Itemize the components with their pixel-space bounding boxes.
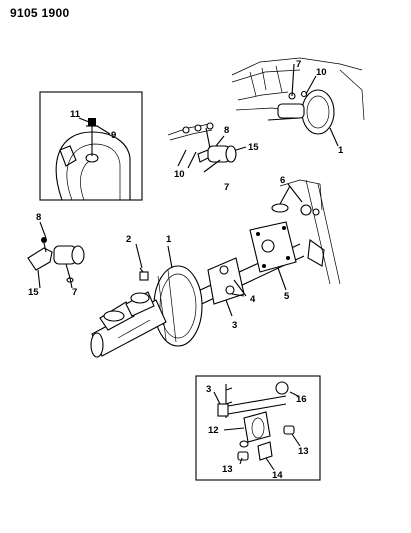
- callout-4: 4: [250, 294, 256, 305]
- callout-2: 2: [126, 234, 131, 245]
- callout-15-mid: 15: [248, 142, 259, 153]
- callout-7-mid: 7: [224, 182, 229, 193]
- callout-8-left: 8: [36, 212, 41, 223]
- callout-6: 6: [280, 175, 285, 186]
- mounting-bracket-view: [271, 179, 341, 285]
- vehicle-mount-view: [231, 57, 365, 147]
- callout-11: 11: [70, 109, 81, 120]
- callout-1-top: 1: [338, 145, 344, 156]
- callout-7-left: 7: [72, 287, 77, 298]
- callout-13-right: 13: [298, 446, 309, 457]
- callout-5: 5: [284, 291, 290, 302]
- callout-15-left: 15: [28, 287, 39, 298]
- callout-10-mid: 10: [174, 169, 185, 180]
- callout-13-bottom: 13: [222, 464, 233, 475]
- callout-14: 14: [272, 470, 283, 481]
- main-booster-assembly: [90, 221, 305, 358]
- callout-3-inset: 3: [206, 384, 211, 395]
- callout-7-top: 7: [296, 59, 301, 70]
- inset-detail-switch-mount: [39, 91, 143, 201]
- switch-bracket-view: [167, 122, 247, 173]
- callout-12: 12: [208, 425, 219, 436]
- left-switch-view: [27, 221, 85, 289]
- callout-16: 16: [296, 394, 307, 405]
- callout-3-main: 3: [232, 320, 237, 331]
- callout-1-main: 1: [166, 234, 172, 245]
- callout-8-mid: 8: [224, 125, 229, 136]
- callout-9: 9: [111, 130, 116, 141]
- callout-10-top: 10: [316, 67, 327, 78]
- inset-detail-spacer-bracket: [195, 375, 321, 481]
- document-code: 9105 1900: [10, 6, 70, 20]
